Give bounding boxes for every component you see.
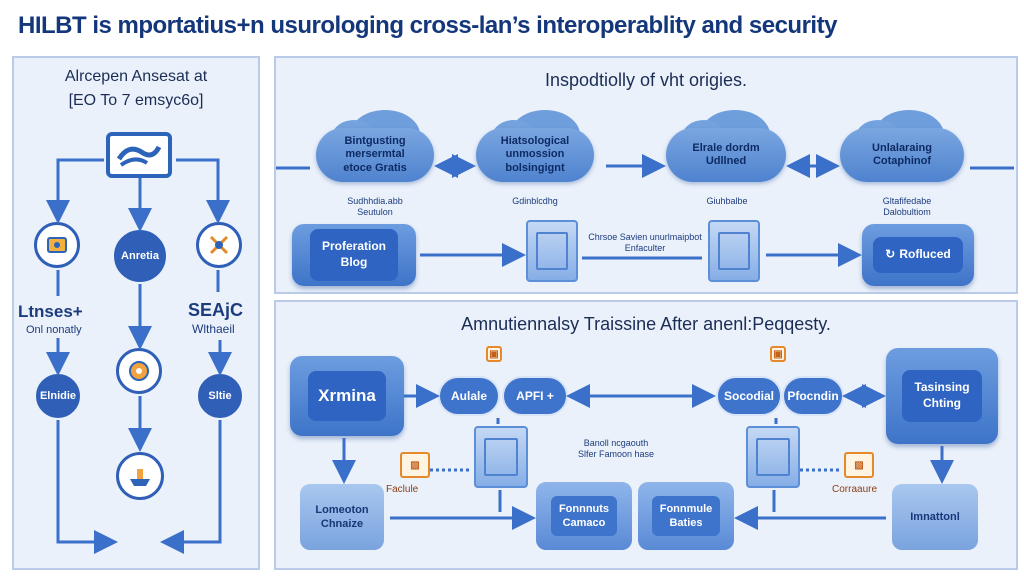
server-device-bottom-left — [474, 426, 528, 488]
image-icon-right: ▨ — [844, 452, 874, 478]
refresh-icon: ↻ — [885, 247, 896, 262]
xrmina-label: Xrmina — [308, 370, 386, 422]
imnattonl-box: Imnattonl — [892, 484, 978, 550]
center-node: Anretia — [114, 230, 166, 282]
cloud-3-line1: Elrale dordm — [692, 141, 760, 154]
cloud-caption-1-line1: Sudhhdia.abb — [347, 196, 403, 206]
faclule-label: Faclule — [386, 484, 419, 495]
cloud-1-line1: Bintgusting — [344, 135, 406, 148]
cloud-caption-4-line2: Dalobultiom — [883, 206, 931, 217]
right-label-subtitle: Wlthaeil — [192, 322, 235, 336]
cloud-2-line3: bolsingignt — [505, 161, 565, 174]
center-caption-bottom-line2: Slfer Famoon hase — [577, 448, 655, 459]
left-panel-title-line2: [EO To 7 emsyc6o] — [68, 92, 204, 109]
center-caption-top-line1: Chrsoe Savien unurlmaipbot — [588, 232, 702, 242]
rofluced-label: Rofluced — [899, 247, 951, 262]
xrmina-box: Xrmina — [290, 356, 404, 436]
cloud-1-line2: mersermtal — [345, 148, 405, 161]
tasinsing-line1: Tasinsing — [914, 380, 970, 395]
left-panel-title-line1: Alrcepen Ansesat at — [64, 68, 208, 85]
rofluced-box: ↻Rofluced — [862, 224, 974, 286]
pill-socodial: Socodial — [716, 376, 782, 416]
pill-apfi: APFI + — [502, 376, 568, 416]
left-label-subtitle: Onl nonatly — [26, 324, 82, 336]
proferation-box-line2: Blog — [340, 255, 368, 269]
cloud-4-line2: Cotaphinof — [872, 155, 932, 167]
server-device-right — [708, 220, 760, 282]
fonnnuts-line2: Camaco — [562, 517, 606, 529]
cloud-caption-2: Gdinblcdhg — [512, 196, 558, 206]
center-caption-bottom-line1: Banoll ncgaouth — [583, 438, 649, 448]
logo-icon — [106, 132, 172, 178]
tag-icon-left: ▣ — [486, 346, 502, 362]
fonnmule-line2: Baties — [669, 517, 703, 529]
server-device-left — [526, 220, 578, 282]
server-device-bottom-right — [746, 426, 800, 488]
tasinsing-line2: Chting — [923, 396, 961, 410]
lomeoton-line2: Chnaize — [320, 518, 364, 530]
corraaure-label: Corraaure — [832, 484, 878, 495]
top-panel-title: Inspodtiolly of vht origies. — [544, 70, 748, 90]
cloud-caption-1-line2: Seutulon — [357, 206, 393, 217]
cloud-2-line2: unmossion — [505, 148, 565, 161]
fonnmule-line1: Fonnmule — [659, 502, 713, 515]
tag-icon-right: ▣ — [770, 346, 786, 362]
pill-aulale: Aulale — [438, 376, 500, 416]
pill-pfocndin: Pfocndin — [782, 376, 844, 416]
cloud-1-line3: etoce Gratis — [343, 161, 407, 174]
ship-icon — [116, 452, 164, 500]
bottom-panel-title: Amnutiennalsy Traissine After anenl:Peqq… — [461, 314, 831, 334]
cloud-caption-4-line1: Gltafifedabe — [882, 196, 932, 206]
cloud-3-line2: Udllned — [705, 155, 747, 167]
cloud-2-line1: Hiatsological — [500, 135, 570, 148]
page-title: HILBT is mportatius+n usurologing cross-… — [18, 12, 837, 39]
center-caption-top-line2: Enfaculter — [624, 242, 666, 253]
left-label-title: Ltnses+ — [18, 302, 83, 321]
tools-icon — [196, 222, 242, 268]
cloud-4-line1: Unlalaraing — [872, 141, 932, 154]
lomeoton-line1: Lomeoton — [315, 503, 369, 516]
cloud-caption-3: Giuhbalbe — [706, 196, 748, 206]
fonnnuts-line1: Fonnnuts — [558, 502, 610, 515]
proferation-box-line1: Proferation — [321, 239, 386, 254]
image-icon-left: ▨ — [400, 452, 430, 478]
right-label-title: SEAjC — [188, 300, 244, 320]
